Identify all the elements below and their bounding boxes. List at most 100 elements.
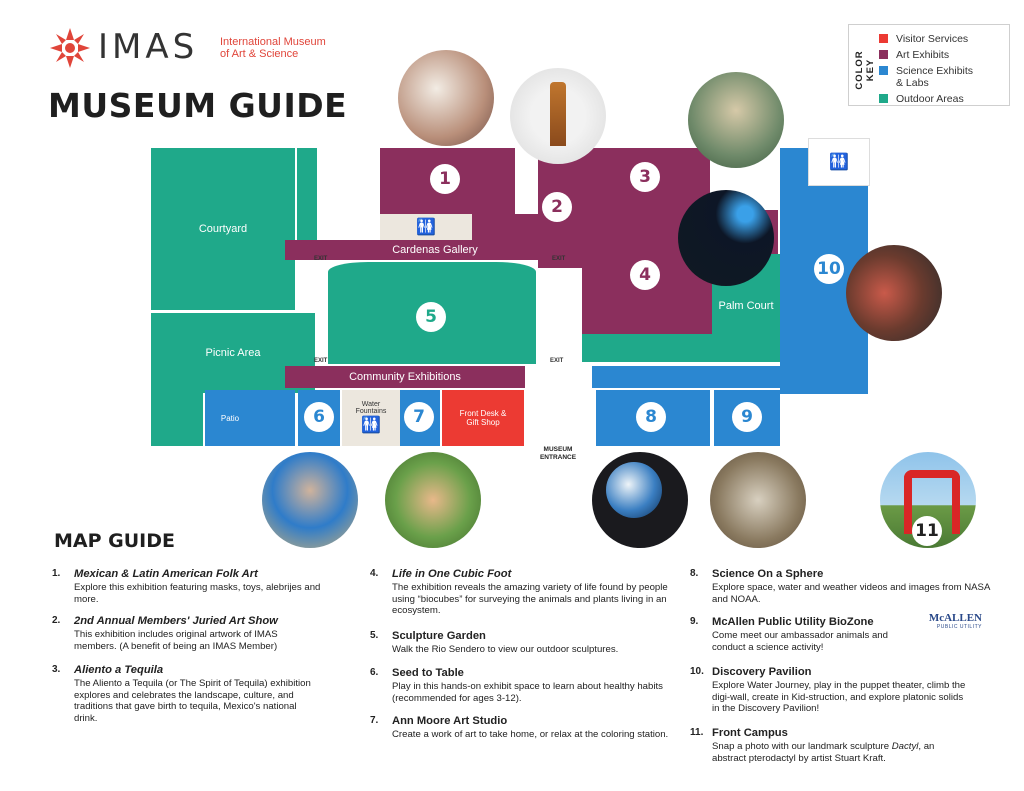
picnic-strip xyxy=(151,390,203,446)
guide-item-11: 11. Front Campus Snap a photo with our l… xyxy=(690,727,990,764)
desc-pre: Snap a photo with our landmark sculpture xyxy=(712,741,892,752)
patio[interactable]: Patio xyxy=(205,390,295,446)
guide-num: 2. xyxy=(52,615,61,626)
restroom-icon: 🚻 xyxy=(416,219,436,236)
map-marker-9[interactable]: 9 xyxy=(732,402,762,432)
picnic-label: Picnic Area xyxy=(205,347,261,359)
guide-item-title: Ann Moore Art Studio xyxy=(392,715,508,727)
guide-num: 5. xyxy=(370,630,379,641)
guide-item-desc: Play in this hands-on exhibit space to l… xyxy=(392,681,663,704)
photo-sphere xyxy=(592,452,688,548)
map-marker-6[interactable]: 6 xyxy=(304,402,334,432)
guide-item-desc: This exhibition includes original artwor… xyxy=(74,629,278,652)
desc-italic: Dactyl xyxy=(891,741,919,752)
color-key-list: Visitor Services Art Exhibits Science Ex… xyxy=(879,33,976,109)
swatch xyxy=(879,50,888,59)
map-marker-7[interactable]: 7 xyxy=(404,402,434,432)
courtyard-label: Courtyard xyxy=(198,223,248,235)
swatch xyxy=(879,66,888,75)
guide-item-desc: Explore this exhibition featuring masks,… xyxy=(74,582,321,605)
key-label: Science Exhibits & Labs xyxy=(896,65,974,89)
palm-court-label: Palm Court xyxy=(718,300,774,312)
guide-item-title: Life in One Cubic Foot xyxy=(392,568,512,580)
guide-item-title: Front Campus xyxy=(712,727,788,739)
map-marker-4[interactable]: 4 xyxy=(630,260,660,290)
restroom-icon: 🚻 xyxy=(829,154,849,171)
guide-item-desc: Come meet our ambassador animals and con… xyxy=(712,630,888,653)
exit-label: EXIT xyxy=(550,358,564,364)
mcallen-logo-text: McALLEN xyxy=(928,612,982,624)
community-exhibitions-label: Community Exhibitions xyxy=(349,371,461,383)
front-desk[interactable]: Front Desk & Gift Shop xyxy=(442,390,524,446)
guide-item-title: Discovery Pavilion xyxy=(712,666,812,678)
restroom-1[interactable]: 🚻 xyxy=(380,214,472,240)
map-marker-3[interactable]: 3 xyxy=(630,162,660,192)
map-marker-10[interactable]: 10 xyxy=(814,254,844,284)
photo-seed-to-table xyxy=(262,452,358,548)
brand-wordmark: IMAS xyxy=(98,27,199,67)
water-fountains[interactable]: Water Fountains 🚻 xyxy=(342,390,400,446)
key-label: Outdoor Areas xyxy=(896,93,964,105)
palm-court-low xyxy=(582,334,780,362)
map-marker-5[interactable]: 5 xyxy=(416,302,446,332)
sculpture-figure xyxy=(550,82,566,146)
guide-item-title: Sculpture Garden xyxy=(392,630,486,642)
guide-num: 11. xyxy=(690,727,704,738)
guide-item-desc: Explore space, water and weather videos … xyxy=(712,582,990,605)
guide-item-desc: The exhibition reveals the amazing varie… xyxy=(392,582,668,616)
map-marker-2[interactable]: 2 xyxy=(542,192,572,222)
color-key: COLOR KEY Visitor Services Art Exhibits … xyxy=(848,24,1010,106)
guide-item-title: Science On a Sphere xyxy=(712,568,824,580)
photo-sculpture xyxy=(510,68,606,164)
community-exhibitions[interactable]: Community Exhibitions xyxy=(285,366,525,388)
patio-label: Patio xyxy=(220,413,240,423)
restroom-icon: 🚻 xyxy=(361,417,381,434)
photo-art-studio xyxy=(385,452,481,548)
map-marker-8[interactable]: 8 xyxy=(636,402,666,432)
guide-item-desc: Walk the Rio Sendero to view our outdoor… xyxy=(392,644,619,655)
museum-map: Courtyard Picnic Area 🚻 Cardenas Gallery… xyxy=(151,50,976,548)
guide-item-title: Mexican & Latin American Folk Art xyxy=(74,568,258,580)
courtyard-area[interactable]: Courtyard xyxy=(151,148,295,310)
key-science: Science Exhibits & Labs xyxy=(879,65,976,89)
exit-label: EXIT xyxy=(552,256,566,262)
photo-cubic-foot xyxy=(678,190,774,286)
cardenas-gallery-label: Cardenas Gallery xyxy=(392,244,478,256)
photo-discovery xyxy=(846,245,942,341)
mcallen-logo-sub: PUBLIC UTILITY xyxy=(936,624,982,630)
photo-tequila xyxy=(688,72,784,168)
courtyard-strip xyxy=(297,148,317,240)
guide-item-title: 2nd Annual Members' Juried Art Show xyxy=(74,615,278,627)
guide-item-desc: The Aliento a Tequila (or The Spirit of … xyxy=(74,678,311,724)
photo-front-campus xyxy=(880,452,976,548)
cardenas-gallery[interactable]: Cardenas Gallery xyxy=(285,240,585,260)
guide-item-desc: Snap a photo with our landmark sculpture… xyxy=(712,741,967,764)
map-guide-title: MAP GUIDE xyxy=(54,530,175,552)
guide-num: 7. xyxy=(370,715,379,726)
map-marker-11[interactable]: 11 xyxy=(912,516,942,546)
guide-item-title: McAllen Public Utility BioZone xyxy=(712,616,874,628)
brand-subtitle-line2: of Art & Science xyxy=(220,48,299,60)
gallery-1-side xyxy=(472,214,515,240)
guide-num: 8. xyxy=(690,568,699,579)
guide-num: 3. xyxy=(52,664,61,675)
desc-post: , an abstract pterodactyl by artist Stua… xyxy=(712,741,935,764)
sun-logo-icon xyxy=(50,28,90,68)
exit-label: EXIT xyxy=(314,358,328,364)
globe-figure xyxy=(606,462,662,518)
swatch xyxy=(879,94,888,103)
restroom-10[interactable]: 🚻 xyxy=(808,138,870,186)
map-marker-1[interactable]: 1 xyxy=(430,164,460,194)
dactyl-sculpture xyxy=(904,470,960,534)
key-visitor-services: Visitor Services xyxy=(879,33,976,45)
imas-logo xyxy=(48,26,92,70)
key-label: Art Exhibits xyxy=(896,49,950,61)
